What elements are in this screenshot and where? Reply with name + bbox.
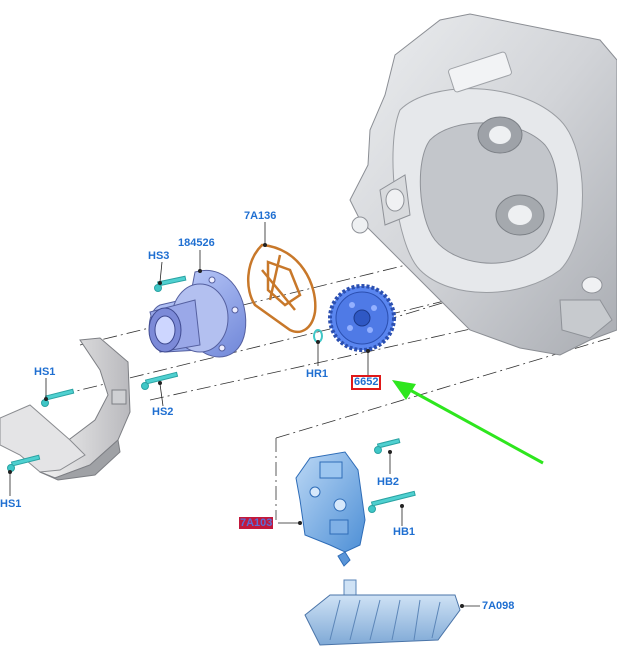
callout-184526[interactable]: 184526 bbox=[178, 237, 215, 249]
bolt-hb2 bbox=[374, 438, 401, 454]
oil-filter-7a098 bbox=[304, 579, 461, 646]
callout-hb1[interactable]: HB1 bbox=[393, 526, 416, 538]
bolt-hs2 bbox=[141, 371, 179, 390]
pointer-arrow bbox=[392, 380, 544, 465]
centerline-flange bbox=[149, 317, 521, 401]
callout-6652-highlighted[interactable]: 6652 bbox=[351, 375, 382, 390]
bolts bbox=[7, 275, 416, 513]
leader-lines bbox=[7, 222, 480, 609]
bolt-hs1-bottom bbox=[7, 454, 41, 472]
callout-hr1[interactable]: HR1 bbox=[306, 368, 329, 380]
flange-184526 bbox=[148, 269, 247, 358]
callout-hs3[interactable]: HS3 bbox=[148, 250, 170, 262]
callout-hs1-bottom[interactable]: HS1 bbox=[0, 498, 22, 510]
centerline-lower bbox=[275, 337, 611, 439]
bolt-hb1 bbox=[368, 490, 416, 513]
bolt-hs3 bbox=[154, 275, 187, 292]
callout-hb2[interactable]: HB2 bbox=[377, 476, 400, 488]
callout-hs2[interactable]: HS2 bbox=[152, 406, 174, 418]
callout-7a103-highlighted[interactable]: 7A103 bbox=[239, 517, 274, 529]
gear-6652 bbox=[328, 284, 396, 352]
heat-shield bbox=[0, 337, 131, 481]
callout-7a136[interactable]: 7A136 bbox=[244, 210, 277, 222]
bolt-hs1-top bbox=[41, 388, 75, 407]
transmission-housing bbox=[349, 13, 617, 356]
pump-body-7a103 bbox=[295, 451, 366, 567]
gasket-7a136 bbox=[246, 243, 317, 334]
callout-hs1-top[interactable]: HS1 bbox=[34, 366, 56, 378]
callout-7a098[interactable]: 7A098 bbox=[482, 600, 515, 612]
